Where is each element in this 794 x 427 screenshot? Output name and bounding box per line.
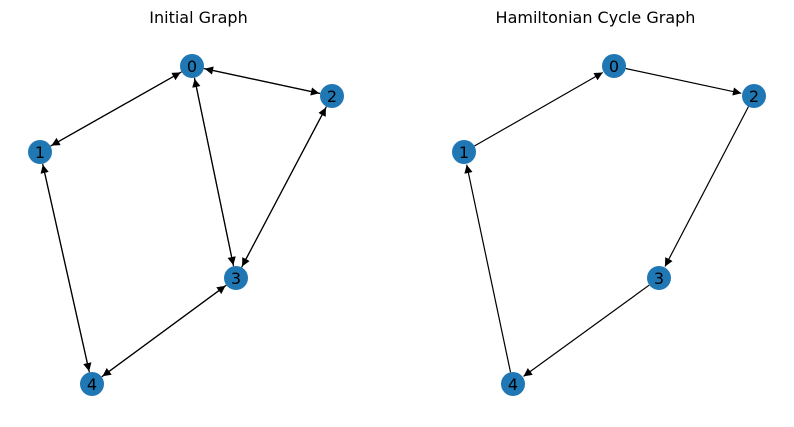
initial-graph-panel: Initial Graph 0 1 2 3 4 [28, 8, 344, 396]
edge-2-to-3 [664, 106, 749, 267]
edge-4-to-3 [101, 285, 226, 378]
initial-graph-diagram: 0 1 2 3 4 [28, 54, 344, 396]
node-3 [647, 266, 671, 290]
node-1 [452, 140, 476, 164]
panel-title: Hamiltonian Cycle Graph [495, 8, 696, 27]
node-label-1: 1 [35, 143, 45, 162]
node-2 [320, 84, 344, 108]
node-3 [224, 266, 248, 290]
node-label-1: 1 [459, 143, 469, 162]
panel-title: Initial Graph [149, 8, 248, 27]
node-2 [742, 84, 766, 108]
node-label-0: 0 [609, 57, 619, 76]
node-0 [180, 54, 204, 78]
node-label-4: 4 [87, 375, 97, 394]
node-1 [28, 140, 52, 164]
node-label-3: 3 [231, 269, 241, 288]
edge-0-to-2 [625, 67, 742, 96]
node-label-3: 3 [654, 269, 664, 288]
edge-2-to-0 [204, 66, 321, 95]
edge-1-to-0 [50, 71, 181, 147]
node-0 [602, 54, 626, 78]
hamiltonian-graph-panel: Hamiltonian Cycle Graph 0 1 2 3 4 [397, 0, 794, 427]
node-4 [80, 372, 104, 396]
edge-3-to-0 [192, 78, 235, 267]
node-label-2: 2 [327, 87, 337, 106]
edge-3-to-2 [241, 107, 327, 268]
hamiltonian-graph-diagram: 0 1 2 3 4 [452, 54, 766, 396]
edge-1-to-0 [474, 71, 604, 147]
edge-3-to-4 [523, 284, 650, 377]
node-label-2: 2 [749, 87, 759, 106]
node-label-4: 4 [508, 375, 518, 394]
edge-4-to-1 [464, 164, 512, 373]
edge-4-to-1 [40, 164, 90, 373]
node-label-0: 0 [187, 57, 197, 76]
node-4 [501, 372, 525, 396]
